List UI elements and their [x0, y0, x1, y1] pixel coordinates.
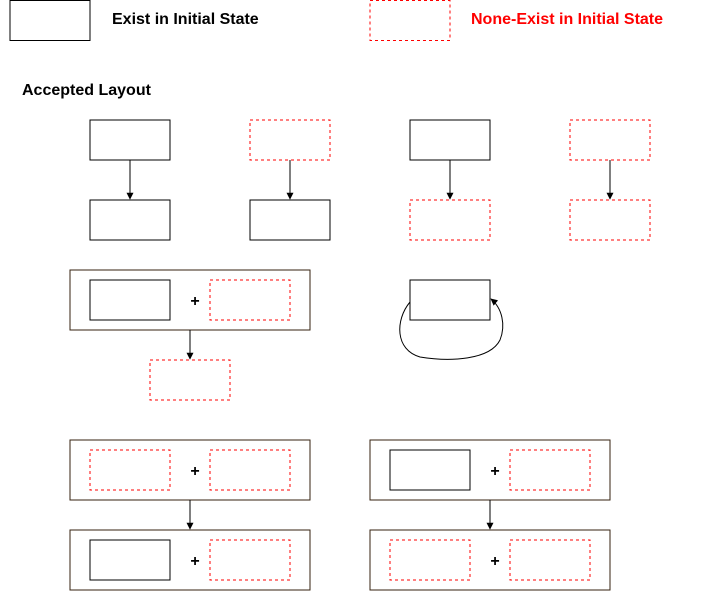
exist-box [89, 119, 171, 161]
exist-box [89, 539, 171, 581]
nonexist-box [569, 199, 651, 241]
exist-box [249, 199, 331, 241]
plus-sign: + [490, 463, 499, 480]
layout-group-combo: + [69, 269, 311, 401]
legend-nonexist-label: None-Exist in Initial State [471, 11, 664, 28]
nonexist-box [409, 199, 491, 241]
nonexist-box [569, 119, 651, 161]
exist-box [89, 279, 171, 321]
exist-box [409, 279, 491, 321]
layout-group-to-group-1: + + [69, 439, 311, 591]
nonexist-box [209, 279, 291, 321]
nonexist-box [509, 539, 591, 581]
plus-sign: + [190, 293, 199, 310]
section-title: Accepted Layout [22, 82, 151, 99]
layout-pair-1 [89, 119, 171, 241]
exist-box [389, 449, 471, 491]
exist-box [409, 119, 491, 161]
nonexist-box [149, 359, 231, 401]
plus-sign: + [190, 463, 199, 480]
layout-group-to-group-2: + + [369, 439, 611, 591]
layout-pair-2 [249, 119, 331, 241]
nonexist-box [249, 119, 331, 161]
plus-sign: + [490, 553, 499, 570]
layout-pair-3 [409, 119, 491, 241]
legend-exist-box [9, 0, 91, 41]
nonexist-box [209, 449, 291, 491]
nonexist-box [509, 449, 591, 491]
nonexist-box [89, 449, 171, 491]
layout-pair-4 [569, 119, 651, 241]
nonexist-box [209, 539, 291, 581]
self-loop-arrow [399, 298, 504, 360]
layout-self-loop [399, 279, 504, 360]
plus-sign: + [190, 553, 199, 570]
exist-box [89, 199, 171, 241]
legend-nonexist-box [369, 0, 451, 41]
nonexist-box [389, 539, 471, 581]
legend-exist-label: Exist in Initial State [112, 11, 259, 28]
